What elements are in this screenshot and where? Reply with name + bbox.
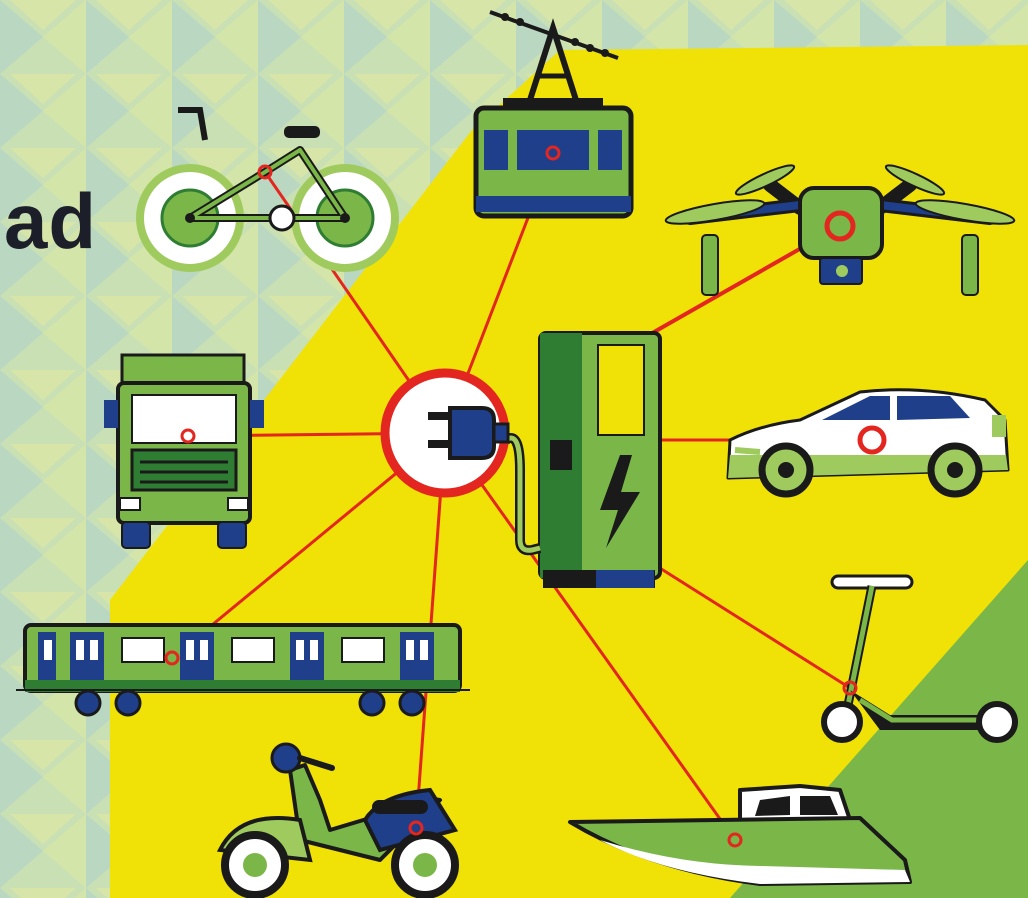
plug-icon — [448, 406, 496, 460]
point-scooter — [842, 680, 858, 696]
boat-icon — [568, 784, 912, 886]
connector-boat — [443, 432, 737, 841]
point-drone — [824, 210, 856, 242]
kick-scooter-icon — [821, 574, 1018, 743]
car-icon — [726, 388, 1010, 498]
lightning-icon — [600, 455, 640, 548]
point-train — [164, 650, 180, 666]
train-icon — [16, 623, 470, 717]
connection-points — [164, 145, 887, 848]
moped-icon — [216, 742, 459, 898]
bicycle-icon — [136, 107, 399, 272]
page-title: ad — [4, 177, 98, 265]
point-car — [857, 425, 887, 455]
point-truck — [180, 428, 196, 444]
truck-icon — [104, 353, 264, 549]
connector-scooter — [654, 563, 851, 690]
point-moped — [408, 820, 424, 836]
charging-plug — [380, 368, 510, 498]
cable-car-icon — [473, 10, 634, 219]
point-cable-car — [545, 145, 561, 161]
point-boat — [727, 832, 743, 848]
charging-station — [503, 331, 662, 588]
point-e-bike — [257, 164, 273, 180]
drone-icon — [664, 164, 1016, 296]
